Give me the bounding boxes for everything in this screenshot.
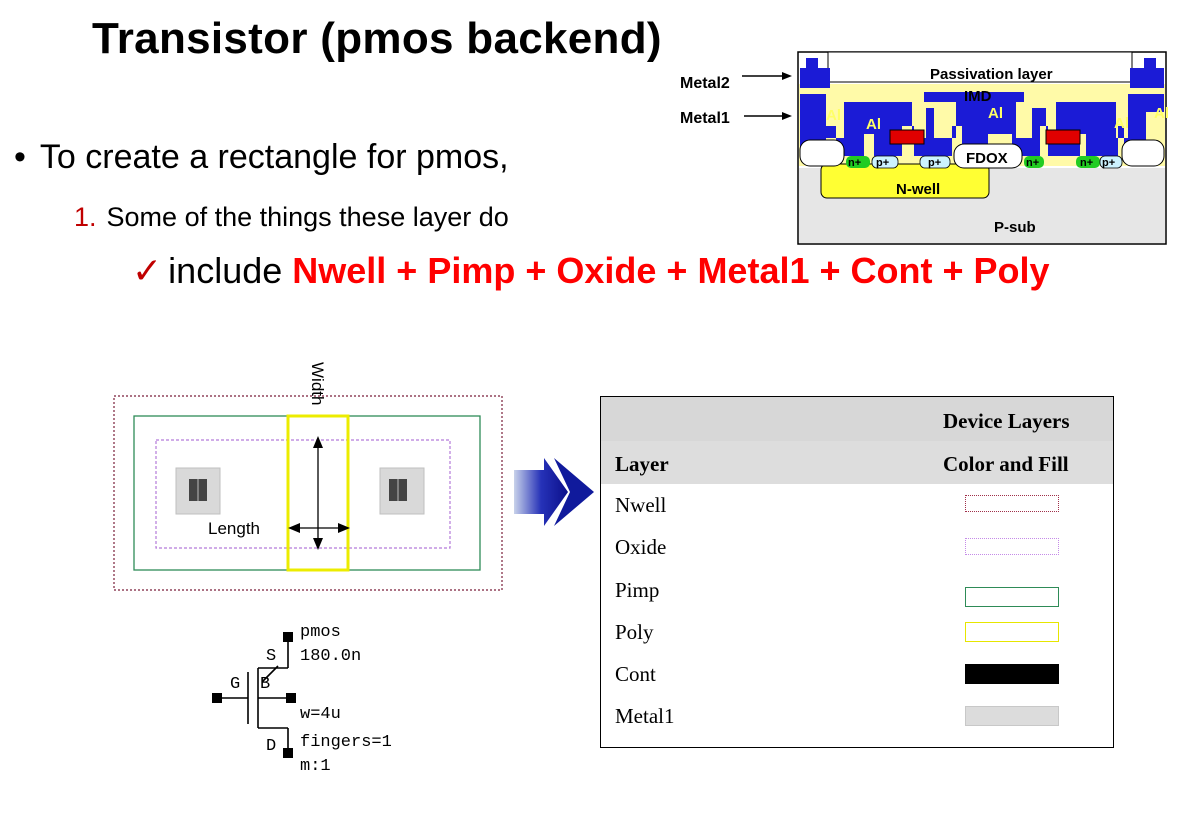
- bullet-dot: •: [14, 138, 26, 176]
- bullet-2-text: Some of the things these layer do: [106, 202, 509, 232]
- length-arrowhead-left: [288, 523, 300, 533]
- al-label-3: Al: [988, 105, 1003, 122]
- row-oxide-label: Oxide: [615, 535, 667, 559]
- nwell-region: [820, 163, 990, 199]
- row-nwell-label: Nwell: [615, 493, 667, 517]
- psub-label: P-sub: [994, 219, 1036, 236]
- field-oxide-left: [799, 139, 845, 167]
- checkmark-icon: ✓: [132, 250, 163, 291]
- al-label-5: Al: [1154, 105, 1169, 122]
- symbol-fingers: fingers=1: [300, 733, 392, 752]
- width-arrowhead-top: [313, 436, 323, 448]
- ndiff-left: [846, 156, 870, 168]
- source-pin: [283, 632, 293, 642]
- pplus-label-3: p+: [1102, 157, 1115, 169]
- al-label-2: Al: [866, 116, 881, 133]
- bullet-2: 1. Some of the things these layer do: [74, 202, 509, 233]
- pin-d-label: D: [266, 737, 276, 756]
- arrow-head: [554, 458, 594, 526]
- poly-gate-rect: [286, 414, 350, 572]
- gate-right: [1045, 129, 1081, 145]
- oxide-swatch: [965, 538, 1059, 555]
- drain-pin: [283, 748, 293, 758]
- symbol-m: m:1: [300, 757, 331, 776]
- metal2-arrowhead: [782, 72, 792, 80]
- metal2-left-via: [806, 58, 818, 70]
- slide-title: Transistor (pmos backend): [92, 14, 662, 63]
- row-pimp-label: Pimp: [615, 578, 660, 602]
- nwell-label: N-well: [896, 181, 940, 198]
- bullet-3-prefix: include: [168, 250, 283, 291]
- ndiff-right: [1076, 156, 1100, 168]
- row-cont-label: Cont: [615, 662, 656, 686]
- metal2-right: [1130, 68, 1164, 88]
- metal2-right-via: [1144, 58, 1156, 70]
- bullet-3: ✓include Nwell + Pimp + Oxide + Metal1 +…: [132, 250, 1050, 292]
- bullet-2-number: 1.: [74, 202, 97, 232]
- cont-swatch: [965, 664, 1059, 684]
- gate-pin: [212, 693, 222, 703]
- symbol-length: 180.0n: [300, 647, 361, 666]
- nplus-label-3: n+: [1080, 157, 1093, 169]
- width-label: Width: [308, 362, 327, 405]
- pimp-swatch: [965, 587, 1059, 607]
- table-header-row: Layer Color and Fill: [601, 441, 1113, 484]
- symbol-name: pmos: [300, 623, 341, 642]
- ndiff-center: [1024, 156, 1044, 168]
- bullet-1: • To create a rectangle for pmos,: [14, 138, 509, 177]
- row-metal1-label: Metal1: [615, 704, 675, 728]
- pmos-schematic-symbol: pmos 180.0n S G B w=4u D fingers=1 m:1: [212, 623, 392, 776]
- bullet-1-text: To create a rectangle for pmos,: [39, 138, 509, 176]
- passivation-label: Passivation layer: [930, 66, 1053, 83]
- pmos-layout-drawing: Length Width: [113, 362, 503, 591]
- arrow-line: [261, 665, 279, 683]
- passivation-layer: [827, 51, 1133, 83]
- bullet-3-highlight: Nwell + Pimp + Oxide + Metal1 + Cont + P…: [292, 250, 1050, 291]
- length-arrowhead-right: [338, 523, 350, 533]
- poly-swatch: [965, 622, 1059, 642]
- pin-g-label: G: [230, 675, 240, 694]
- nplus-label-1: n+: [848, 157, 861, 169]
- oxide-rect: [155, 439, 451, 549]
- pplus-label-1: p+: [876, 157, 889, 169]
- row-poly-label: Poly: [615, 620, 654, 644]
- col-layer-header: Layer: [615, 452, 669, 476]
- metal2-center: [924, 92, 1024, 102]
- bulk-pin: [286, 693, 296, 703]
- arrow-body: [514, 458, 568, 526]
- pdiff-left: [871, 155, 899, 169]
- al-label-4: Al: [1114, 115, 1129, 132]
- fdox-label: FDOX: [966, 150, 1008, 167]
- pdiff-center: [919, 155, 951, 169]
- nplus-label-2: n+: [1026, 157, 1039, 169]
- width-arrowhead-bottom: [313, 538, 323, 550]
- nwell-swatch: [965, 495, 1059, 512]
- device-layers-table: Device Layers Layer Color and Fill Nwell…: [600, 396, 1114, 748]
- table-title-row: Device Layers: [601, 397, 1113, 441]
- field-oxide-center: [953, 143, 1023, 169]
- metal2-label: Metal2: [680, 75, 730, 92]
- al-label-1: Al: [826, 107, 841, 124]
- field-oxide-right: [1121, 139, 1165, 167]
- pplus-label-2: p+: [928, 157, 941, 169]
- col-color-header: Color and Fill: [943, 452, 1069, 476]
- cross-section-diagram: Metal2 Metal1 Passivation layer IMD Al A…: [680, 51, 1169, 245]
- metal1-left: [175, 467, 221, 515]
- double-arrow-icon: [514, 458, 594, 526]
- length-label: Length: [208, 519, 260, 538]
- pin-s-label: S: [266, 647, 276, 666]
- metal1-label: Metal1: [680, 110, 730, 127]
- imd-label: IMD: [964, 88, 992, 105]
- nwell-rect: [113, 395, 503, 591]
- metal1-arrowhead: [782, 112, 792, 120]
- table-title: Device Layers: [943, 409, 1070, 433]
- gate-left: [889, 129, 925, 145]
- symbol-w: w=4u: [300, 705, 341, 724]
- metal2-left: [800, 68, 830, 88]
- pin-b-label: B: [260, 675, 270, 694]
- metal1-swatch: [965, 706, 1059, 726]
- pdiff-right: [1099, 155, 1123, 169]
